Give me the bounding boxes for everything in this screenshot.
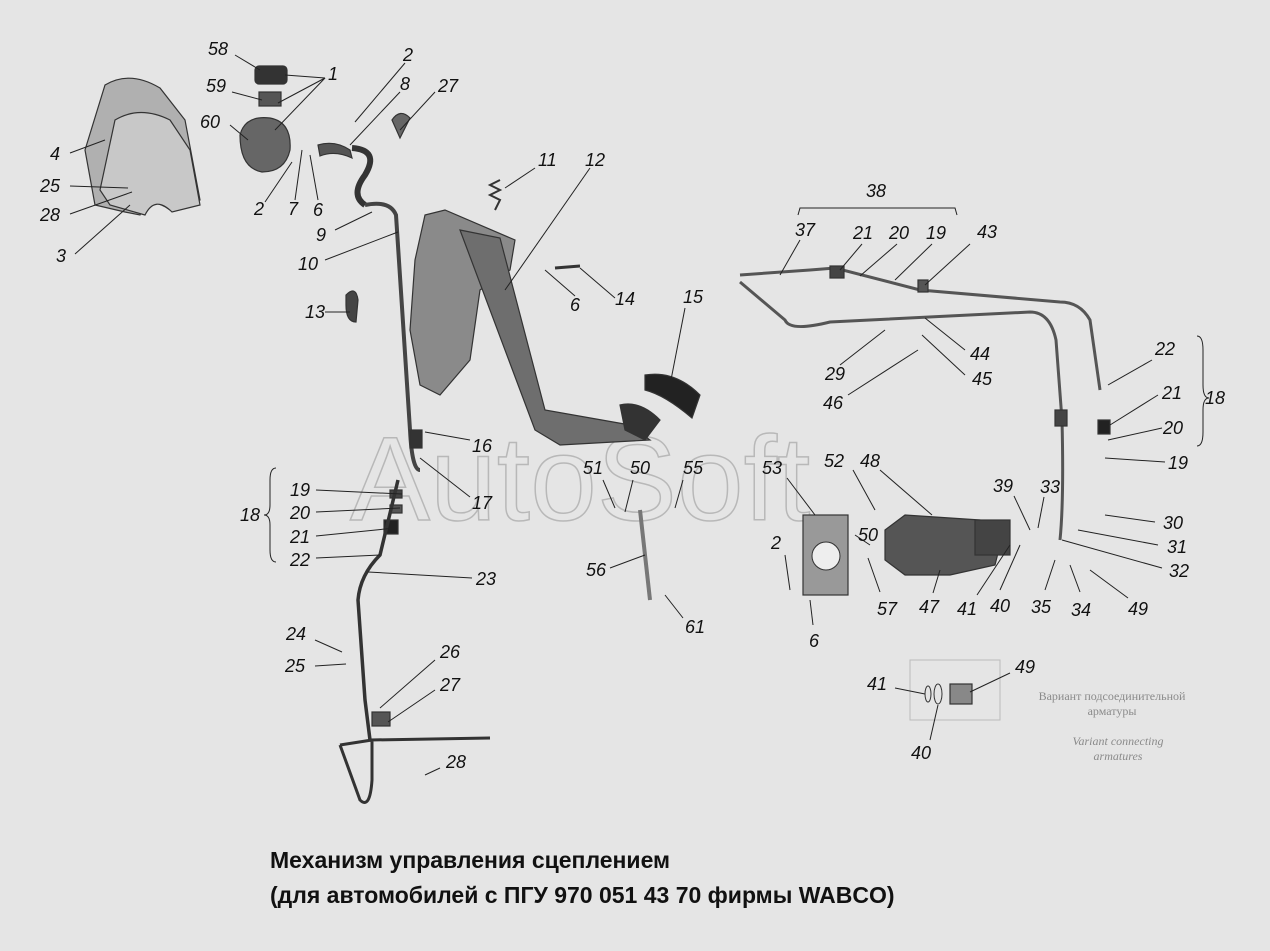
callout-labels: 58 1 59 60 2 8 27 4 25 28 3 2 7 6 9 10 1… [39, 39, 1225, 772]
callout-44: 44 [970, 344, 990, 364]
callout-29: 29 [824, 364, 845, 384]
callout-43: 43 [977, 222, 997, 242]
callout-20: 20 [289, 503, 310, 523]
clutch-booster [884, 514, 1001, 576]
variant-note: Вариант подсоединительной арматуры Varia… [1039, 689, 1186, 763]
callout-22: 22 [289, 550, 310, 570]
variant-note-ru-line1: Вариант подсоединительной [1039, 689, 1186, 703]
callout-32: 32 [1169, 561, 1189, 581]
callout-12: 12 [585, 150, 605, 170]
callout-25: 25 [39, 176, 61, 196]
pipe-down [356, 479, 400, 741]
callout-21: 21 [289, 527, 310, 547]
callout-38: 38 [866, 181, 886, 201]
callout-23: 23 [475, 569, 496, 589]
callout-24: 24 [285, 624, 306, 644]
callout-49: 49 [1015, 657, 1035, 677]
callout-45: 45 [972, 369, 993, 389]
callout-18: 18 [240, 505, 260, 525]
callout-49: 49 [1128, 599, 1148, 619]
callout-35: 35 [1031, 597, 1052, 617]
callout-17: 17 [472, 493, 493, 513]
callout-28: 28 [39, 205, 60, 225]
callout-19: 19 [926, 223, 946, 243]
callout-55: 55 [683, 458, 704, 478]
callout-21: 21 [1161, 383, 1182, 403]
callout-61: 61 [685, 617, 705, 637]
callout-2: 2 [402, 45, 413, 65]
callout-59: 59 [206, 76, 226, 96]
callout-30: 30 [1163, 513, 1183, 533]
callout-57: 57 [877, 599, 898, 619]
callout-10: 10 [298, 254, 318, 274]
callout-6: 6 [809, 631, 820, 651]
callout-50: 50 [858, 525, 878, 545]
callout-7: 7 [288, 199, 299, 219]
callout-20: 20 [888, 223, 909, 243]
callout-22: 22 [1154, 339, 1175, 359]
callout-27: 27 [439, 675, 461, 695]
callout-47: 47 [919, 597, 940, 617]
reservoir-cap [254, 65, 288, 85]
callout-1: 1 [328, 64, 338, 84]
callout-2: 2 [253, 199, 264, 219]
pipe-10 [364, 201, 421, 472]
callout-41: 41 [957, 599, 977, 619]
callout-6: 6 [313, 200, 324, 220]
callout-16: 16 [472, 436, 493, 456]
variant-note-en-line1: Variant connecting [1073, 734, 1164, 748]
callout-52: 52 [824, 451, 844, 471]
callout-19: 19 [290, 480, 310, 500]
callout-41: 41 [867, 674, 887, 694]
callout-25: 25 [284, 656, 306, 676]
callout-14: 14 [615, 289, 635, 309]
callout-40: 40 [911, 743, 931, 763]
callout-48: 48 [860, 451, 880, 471]
callout-40: 40 [990, 596, 1010, 616]
leader-lines [69, 54, 1210, 776]
callout-3: 3 [56, 246, 66, 266]
callout-53: 53 [762, 458, 782, 478]
callout-27: 27 [437, 76, 459, 96]
callout-13: 13 [305, 302, 325, 322]
callout-46: 46 [823, 393, 844, 413]
variant-note-en-line2: armatures [1094, 749, 1143, 763]
callout-50: 50 [630, 458, 650, 478]
callout-4: 4 [50, 144, 60, 164]
callout-60: 60 [200, 112, 220, 132]
callout-21: 21 [852, 223, 873, 243]
callout-9: 9 [316, 225, 326, 245]
callout-51: 51 [583, 458, 603, 478]
parts-drawing [84, 65, 1111, 804]
callout-56: 56 [586, 560, 607, 580]
callout-39: 39 [993, 476, 1013, 496]
callout-31: 31 [1167, 537, 1187, 557]
callout-11: 11 [538, 150, 557, 170]
callout-28: 28 [445, 752, 466, 772]
variant-note-ru-line2: арматуры [1088, 704, 1137, 718]
reservoir [239, 117, 291, 173]
callout-26: 26 [439, 642, 461, 662]
callout-18: 18 [1205, 388, 1225, 408]
diagram-title-line2: (для автомобилей с ПГУ 970 051 43 70 фир… [270, 882, 895, 908]
variant-fitting [949, 683, 973, 705]
callout-37: 37 [795, 220, 816, 240]
callout-15: 15 [683, 287, 704, 307]
hose [351, 145, 374, 208]
callout-58: 58 [208, 39, 228, 59]
callout-19: 19 [1168, 453, 1188, 473]
pedal-pad [644, 373, 701, 420]
diagram-title-line1: Механизм управления сцеплением [270, 847, 671, 873]
callout-20: 20 [1162, 418, 1183, 438]
callout-6: 6 [570, 295, 581, 315]
callout-8: 8 [400, 74, 410, 94]
callout-33: 33 [1040, 477, 1060, 497]
callout-2: 2 [770, 533, 781, 553]
callout-34: 34 [1071, 600, 1091, 620]
